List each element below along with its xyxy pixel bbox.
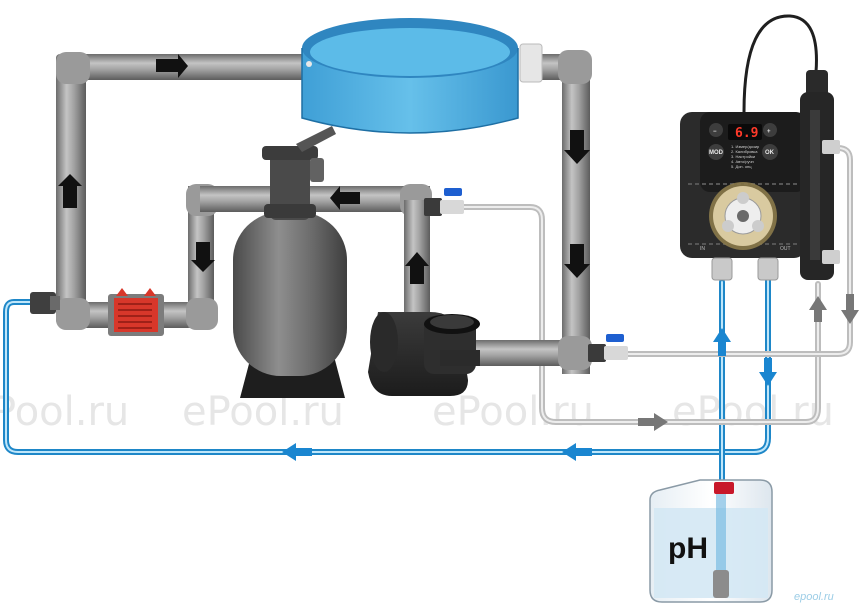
multiport-valve [270,150,310,220]
arrow-left-icon [330,186,360,210]
arrow-up-icon [58,174,82,208]
pipe-segment [562,54,590,374]
arrow-left-icon [562,443,592,461]
fittings [30,188,628,362]
menu-line: 3. Настройки [731,154,755,159]
ok-button-label: OK [765,150,775,156]
canister-label: pH [668,532,708,565]
sand-filter [233,126,347,398]
menu-line: 5. Доп. опц [731,164,752,169]
suction-foot-valve [713,570,729,598]
arrow-right-icon [156,54,188,78]
pump-display [728,124,762,140]
grey-arrows [638,294,859,431]
return-valve [588,344,606,362]
minus-button[interactable] [709,123,723,137]
canister-liquid [654,508,768,598]
arrow-down-icon [191,242,215,272]
pump-menu: 1. Измер/дозир 2. Калибровка 3. Настройк… [731,144,760,169]
mode-button[interactable] [708,144,724,160]
valve-handle [296,126,336,152]
arrow-down-icon [759,358,777,386]
plus-button-label: + [767,129,771,135]
ok-button[interactable] [762,144,778,160]
inlet-connector [711,257,733,281]
injection-fitting [30,292,56,314]
electrode-cable [742,14,818,113]
arrow-up-icon [713,328,731,356]
circulation-pump [368,312,480,396]
port-out-label: OUT [780,246,791,252]
plus-button[interactable] [763,123,777,137]
mode-button-label: MOD [709,150,724,156]
arrow-right-icon [638,413,668,431]
filter-tank [233,212,347,376]
pump-display-value: 6.9 [735,126,758,141]
heat-arrow-icon [144,288,156,296]
arrow-left-icon [282,443,312,461]
heater [108,288,164,336]
outlet-connector [757,257,779,281]
arrow-up-icon [405,252,429,284]
menu-line: 2. Калибровка [731,149,758,154]
arrow-down-icon [841,294,859,324]
pool [301,18,519,134]
flow-arrows [58,54,590,284]
signature-logo: epool.ru [794,591,834,603]
menu-line: 1. Измер/дозир [731,144,760,149]
watermark-text: Pool.ru [0,389,129,435]
menu-line: 4. Авто/ручн [731,159,754,164]
port-in-label: IN [700,246,705,252]
minus-button-label: − [713,129,717,135]
valve-lever [606,334,624,342]
canister-cap [714,482,734,494]
valve-lever [444,188,462,196]
sample-valve [424,198,442,216]
ph-canister: pH [649,479,773,603]
ph-electrode [742,14,840,280]
dosing-pump: 6.9 − + MOD OK 1. Измер/дозир 2. Калибро… [680,112,806,281]
blue-arrows [282,328,777,461]
watermark-text: ePool.ru [432,389,594,435]
arrow-down-icon [564,130,590,164]
arrow-down-icon [564,244,590,278]
heat-arrow-icon [116,288,128,296]
watermark-text: ePool.ru [672,389,834,435]
dosing-tubes [3,145,853,578]
arrow-up-icon [809,296,827,322]
